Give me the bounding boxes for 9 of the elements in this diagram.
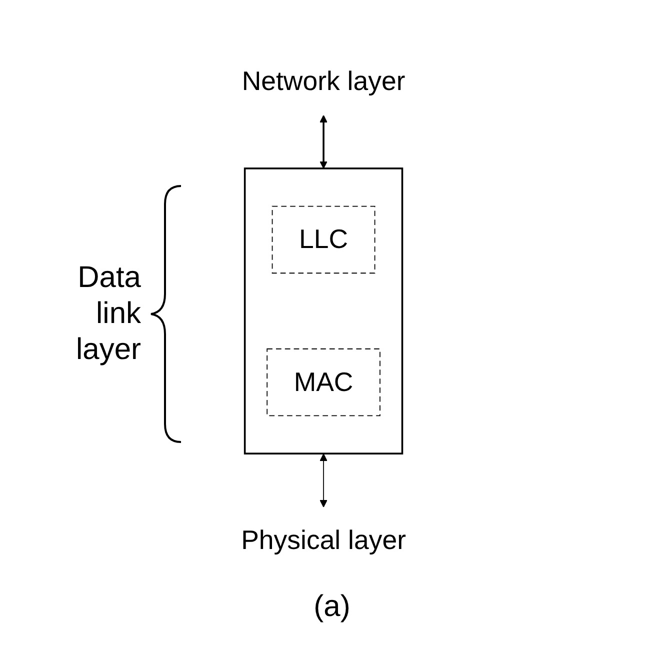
cluster <box>244 168 404 454</box>
node-text: Physical layer <box>241 526 406 556</box>
node-box: LLC <box>272 206 376 274</box>
arrow <box>320 454 328 508</box>
arrow <box>320 114 328 169</box>
node-box: MAC <box>266 348 380 416</box>
caption: (a) <box>314 590 350 624</box>
node-text: Network layer <box>242 66 406 96</box>
side-label: Data link layer <box>74 260 141 368</box>
